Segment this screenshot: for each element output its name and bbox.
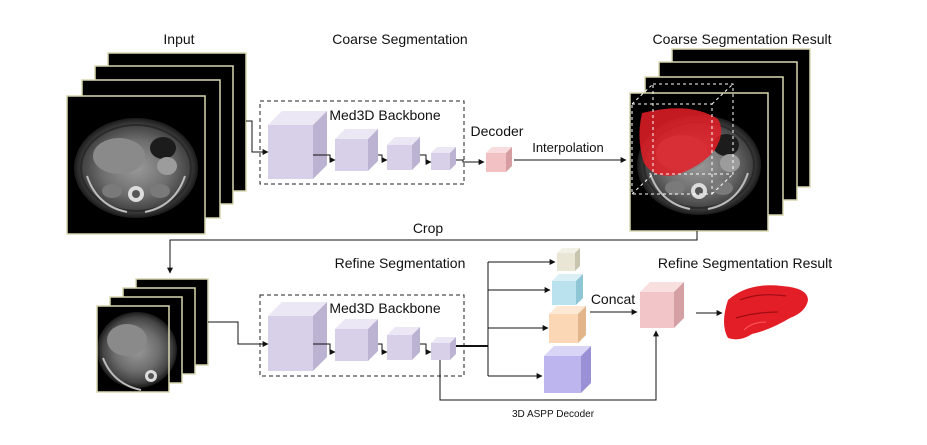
liver-mask-overlay [639, 108, 722, 176]
aspp-cube-4 [544, 346, 591, 393]
refine-segmentation-label: Refine Segmentation [335, 255, 466, 271]
arrow-crop-to-backbone [208, 321, 269, 347]
ct-slice-image [66, 95, 206, 235]
backbone-cube-4 [431, 147, 456, 170]
aspp-cube-3 [549, 306, 586, 343]
aspp-decoder-label: 3D ASPP Decoder [512, 409, 595, 420]
arrow-backbone-to-decoder [456, 159, 485, 165]
backbone-cube-2 [335, 319, 378, 361]
decoder-label: Decoder [471, 123, 524, 139]
aspp-branches [456, 259, 556, 379]
backbone-cube-4 [431, 337, 456, 360]
arrow-input-to-backbone [246, 120, 269, 155]
aspp-cube-2 [552, 274, 583, 305]
input-ct-stack [66, 52, 247, 235]
cropped-slice-image [96, 305, 177, 393]
backbone-cube-1 [268, 302, 327, 371]
coarse-segmentation-label: Coarse Segmentation [332, 31, 467, 47]
arrow-aspp-skip [439, 330, 659, 401]
backbone-bottom: Med3D Backbone [259, 294, 465, 377]
arrow-crop [167, 231, 698, 274]
backbone-cube-3 [387, 327, 420, 360]
roi-bounding-box [631, 83, 734, 195]
backbone-cube-2 [335, 129, 378, 171]
coarse-result-slice [629, 92, 769, 232]
coarse-segmentation-result-label: Coarse Segmentation Result [653, 31, 832, 47]
decoder-cube [486, 147, 512, 172]
refine-segmentation-result-label: Refine Segmentation Result [658, 255, 832, 271]
concat-cube [640, 282, 684, 328]
interpolation-label: Interpolation [532, 140, 604, 155]
concat-label: Concat [591, 291, 635, 307]
input-label: Input [163, 31, 194, 47]
cropped-ct-stack [96, 278, 209, 393]
backbone-cube-1 [268, 111, 327, 179]
crop-label: Crop [413, 220, 444, 236]
coarse-result-stack [629, 48, 811, 232]
backbone-top-label: Med3D Backbone [329, 107, 441, 123]
liver-3d-icon [724, 285, 808, 340]
aspp-cube-1 [557, 248, 580, 271]
backbone-top: Med3D Backbone [259, 100, 465, 185]
backbone-bottom-label: Med3D Backbone [329, 300, 441, 316]
backbone-cube-3 [387, 137, 420, 170]
